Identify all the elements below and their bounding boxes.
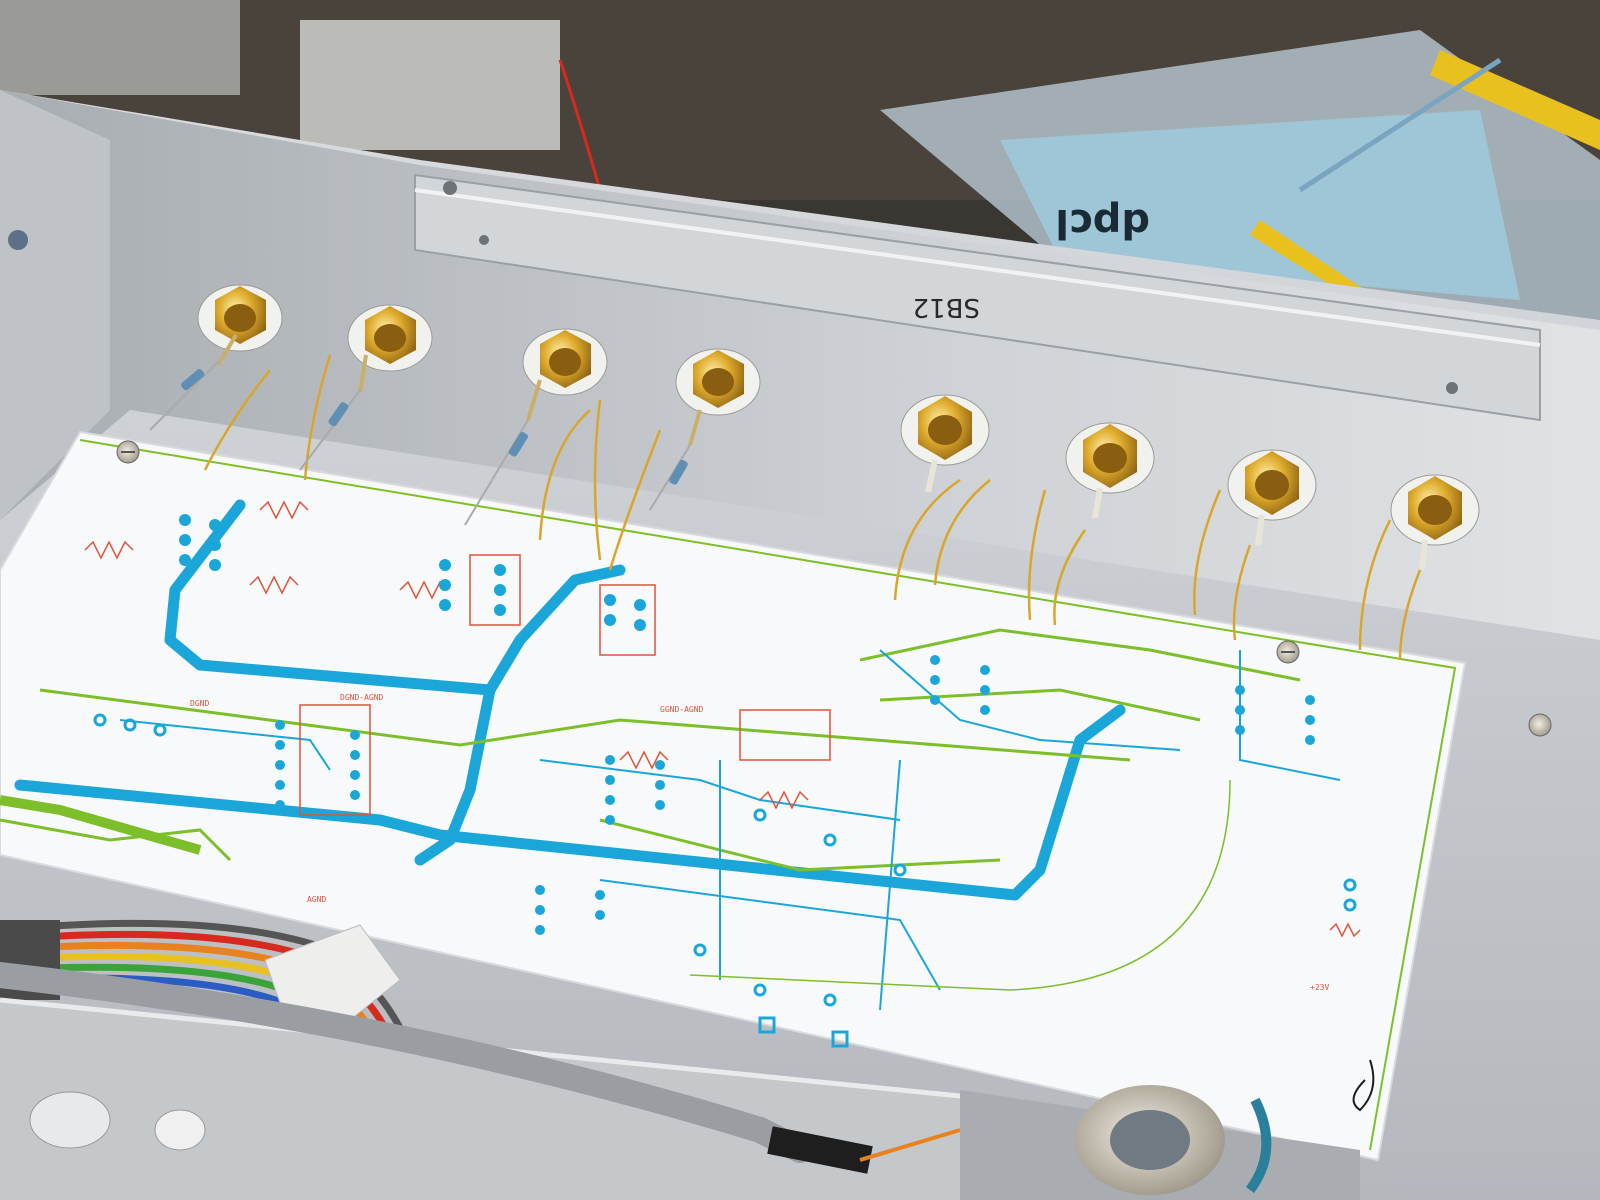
rail-screw-left [443, 181, 457, 195]
rca-jack-8 [1390, 474, 1480, 571]
rca-jack-4 [675, 348, 761, 446]
resistor-loose [1298, 57, 1502, 193]
label-dgnd: DGND [190, 699, 209, 708]
plastic-box [300, 20, 560, 150]
chassis-hole-1 [29, 1091, 111, 1149]
chassis-back-wall [0, 90, 1600, 640]
board-cutout-outline [689, 779, 1231, 991]
label-dgnd-agnd-1: DGND-AGND [340, 693, 384, 702]
esd-bag-text: dpcl [1055, 200, 1150, 246]
rca-jack-5 [900, 394, 990, 493]
rail-highlight [414, 188, 1541, 347]
rail-hole-left [479, 235, 489, 245]
resistors-on-jacks [149, 359, 691, 526]
label-agnd: AGND [307, 895, 326, 904]
label-23v: +23V [1310, 983, 1329, 992]
chassis-left-wall [0, 90, 110, 520]
aluminum-rail [414, 173, 1541, 422]
ground-bus-trace [14, 499, 1126, 901]
panel-marking: SB12 [913, 292, 980, 322]
potentiometer-center [1110, 1110, 1190, 1170]
rca-jack-1 [197, 284, 283, 367]
rca-jack-3 [522, 328, 608, 421]
pcb-printout [0, 430, 1467, 1162]
rail-hole-right [1446, 382, 1458, 394]
cable-heatshrink-black [767, 1126, 873, 1174]
rca-jack-6 [1065, 422, 1155, 519]
label-dgnd-agnd-2: GGND-AGND [660, 705, 704, 714]
orange-wire [859, 1128, 961, 1162]
pcb-outline [79, 439, 1457, 1151]
metal-tin [0, 0, 240, 95]
chassis-front-lip [0, 1000, 1000, 1200]
chassis-hole-2 [154, 1109, 206, 1151]
green-traces [0, 628, 1301, 872]
green-bus-left [0, 795, 202, 855]
grey-cable [0, 962, 813, 1163]
square-pad-2 [831, 1030, 849, 1048]
red-wire [558, 59, 602, 191]
square-pad-1 [758, 1016, 776, 1034]
gold-wire-leads [203, 354, 1422, 661]
pen-mark [1352, 1059, 1375, 1112]
screw-chassis [1528, 713, 1552, 737]
rca-jack-7 [1227, 449, 1317, 546]
esd-bag-label-area [1000, 110, 1520, 300]
pcb-via-rings [93, 713, 1357, 1007]
cyan-signal-traces [119, 649, 1341, 1011]
blue-paint-mark [1245, 1097, 1272, 1193]
pcb-pads [179, 514, 1315, 935]
screw-wall [8, 230, 28, 250]
rca-jack-2 [347, 304, 433, 393]
silkscreen-resistors [84, 500, 1361, 938]
